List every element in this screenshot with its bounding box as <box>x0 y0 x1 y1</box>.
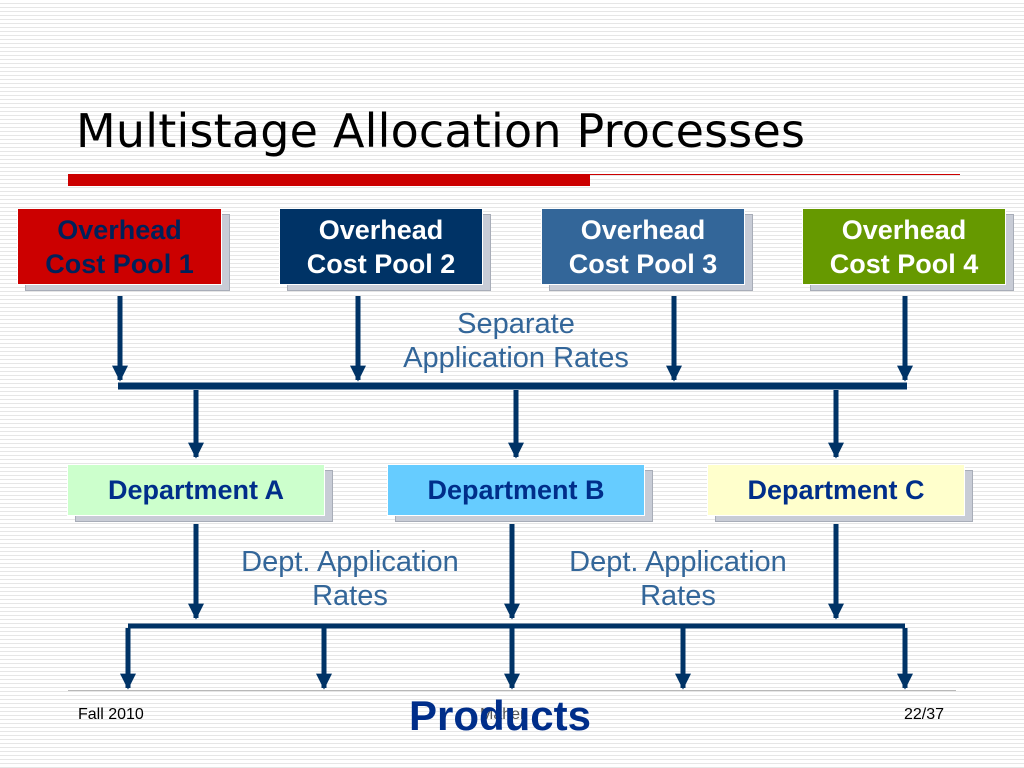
separate-application-rates-label: Separate Application Rates <box>370 307 662 375</box>
department-a: Department A <box>67 464 333 522</box>
separate-label-line2: Application Rates <box>403 342 629 374</box>
department-a-label: Department A <box>67 464 325 516</box>
separate-label-line1: Separate <box>457 308 575 340</box>
products-label: Products <box>408 692 592 739</box>
pool-4-line1: Overhead <box>841 214 967 245</box>
pool-2-line2: Cost Pool 2 <box>306 248 456 279</box>
pool-1-line2: Cost Pool 1 <box>45 248 194 279</box>
footer-date: Fall 2010 <box>78 706 144 723</box>
dept-rates-right-line2: Rates <box>640 580 716 612</box>
footer-author: Maher <box>480 706 526 723</box>
pool-4-line2: Cost Pool 4 <box>829 248 979 279</box>
department-c-label: Department C <box>707 464 965 516</box>
footer-divider <box>68 690 956 691</box>
pool-3-line2: Cost Pool 3 <box>568 248 718 279</box>
department-b: Department B <box>387 464 653 522</box>
dept-rates-right-line1: Dept. Application <box>569 546 787 578</box>
footer-page-number: 22/37 <box>903 706 944 723</box>
dept-rates-left-line1: Dept. Application <box>241 546 459 578</box>
department-c: Department C <box>707 464 973 522</box>
slide-title: Multistage Allocation Processes <box>76 104 806 158</box>
dept-application-rates-label-left: Dept. Application Rates <box>205 545 495 613</box>
pool-3-line1: Overhead <box>580 214 706 245</box>
dept-rates-left-line2: Rates <box>312 580 388 612</box>
pool-2-line1: Overhead <box>318 214 444 245</box>
dept-application-rates-label-right: Dept. Application Rates <box>533 545 823 613</box>
pool-1-line1: Overhead <box>57 214 182 245</box>
title-underline-rule <box>590 174 960 175</box>
title-underline-bar <box>68 174 590 186</box>
department-b-label: Department B <box>387 464 645 516</box>
